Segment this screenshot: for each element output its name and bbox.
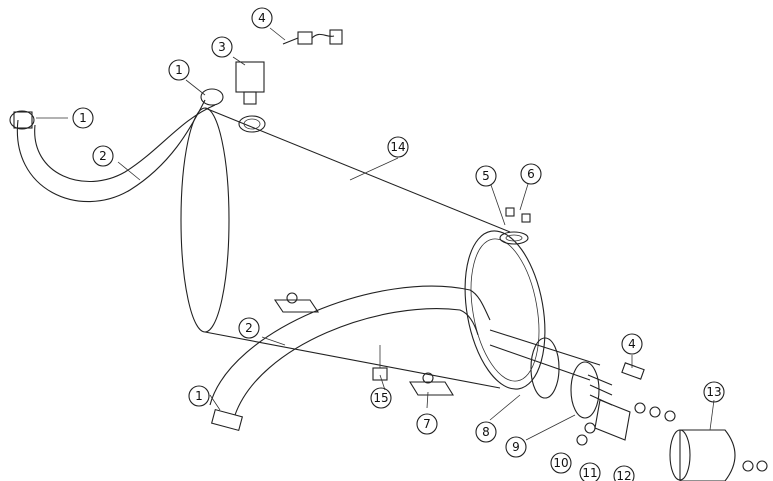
- callout-7: 7: [416, 413, 438, 435]
- callout-label: 1: [175, 63, 183, 77]
- callout-label: 3: [218, 40, 226, 54]
- callout-label: 1: [195, 389, 203, 403]
- leader-lines: [36, 27, 715, 441]
- callout-label: 14: [390, 140, 405, 154]
- callout-label: 12: [616, 469, 631, 481]
- callout-10: 10: [550, 452, 572, 474]
- callout-1a: 1: [72, 107, 94, 129]
- heater-assembly: [489, 329, 645, 441]
- callout-6: 6: [520, 163, 542, 185]
- callout-label: 11: [582, 466, 597, 480]
- nuts-washers: [576, 402, 768, 472]
- callout-11: 11: [579, 462, 601, 481]
- callout-8: 8: [475, 421, 497, 443]
- callout-label: 2: [245, 321, 253, 335]
- callout-label: 2: [99, 149, 107, 163]
- callout-label: 5: [482, 169, 490, 183]
- callout-14: 14: [387, 136, 409, 158]
- mount-plates: [273, 292, 454, 396]
- callout-1c: 1: [188, 385, 210, 407]
- callout-13: 13: [703, 381, 725, 403]
- clamp-lower: [210, 408, 244, 432]
- callout-label: 9: [512, 440, 520, 454]
- callout-label: 6: [527, 167, 535, 181]
- callout-label: 4: [628, 337, 636, 351]
- callout-label: 1: [79, 111, 87, 125]
- clamp-upper-left: [9, 110, 35, 130]
- thermostat-cover: [669, 429, 736, 481]
- callout-label: 15: [373, 391, 388, 405]
- callout-label: 4: [258, 11, 266, 25]
- callout-label: 7: [423, 417, 431, 431]
- callout-4a: 4: [251, 7, 273, 29]
- callout-label: 10: [553, 456, 568, 470]
- callout-12: 12: [613, 465, 635, 481]
- callout-label: 8: [482, 425, 490, 439]
- callout-1b: 1: [168, 59, 190, 81]
- seal-and-bolts: [499, 207, 531, 245]
- upper-hose: [16, 99, 216, 203]
- callout-2b: 2: [238, 317, 260, 339]
- sensor-top: [235, 29, 343, 133]
- callout-5: 5: [475, 165, 497, 187]
- lower-hose: [209, 285, 491, 416]
- callout-3: 3: [211, 36, 233, 58]
- callout-label: 13: [706, 385, 721, 399]
- callout-2a: 2: [92, 145, 114, 167]
- tank: [180, 107, 546, 390]
- callout-9: 9: [505, 436, 527, 458]
- drain-plug: [372, 345, 388, 381]
- clamp-upper-mid: [200, 88, 224, 106]
- callout-15: 15: [370, 387, 392, 409]
- callout-4b: 4: [621, 333, 643, 355]
